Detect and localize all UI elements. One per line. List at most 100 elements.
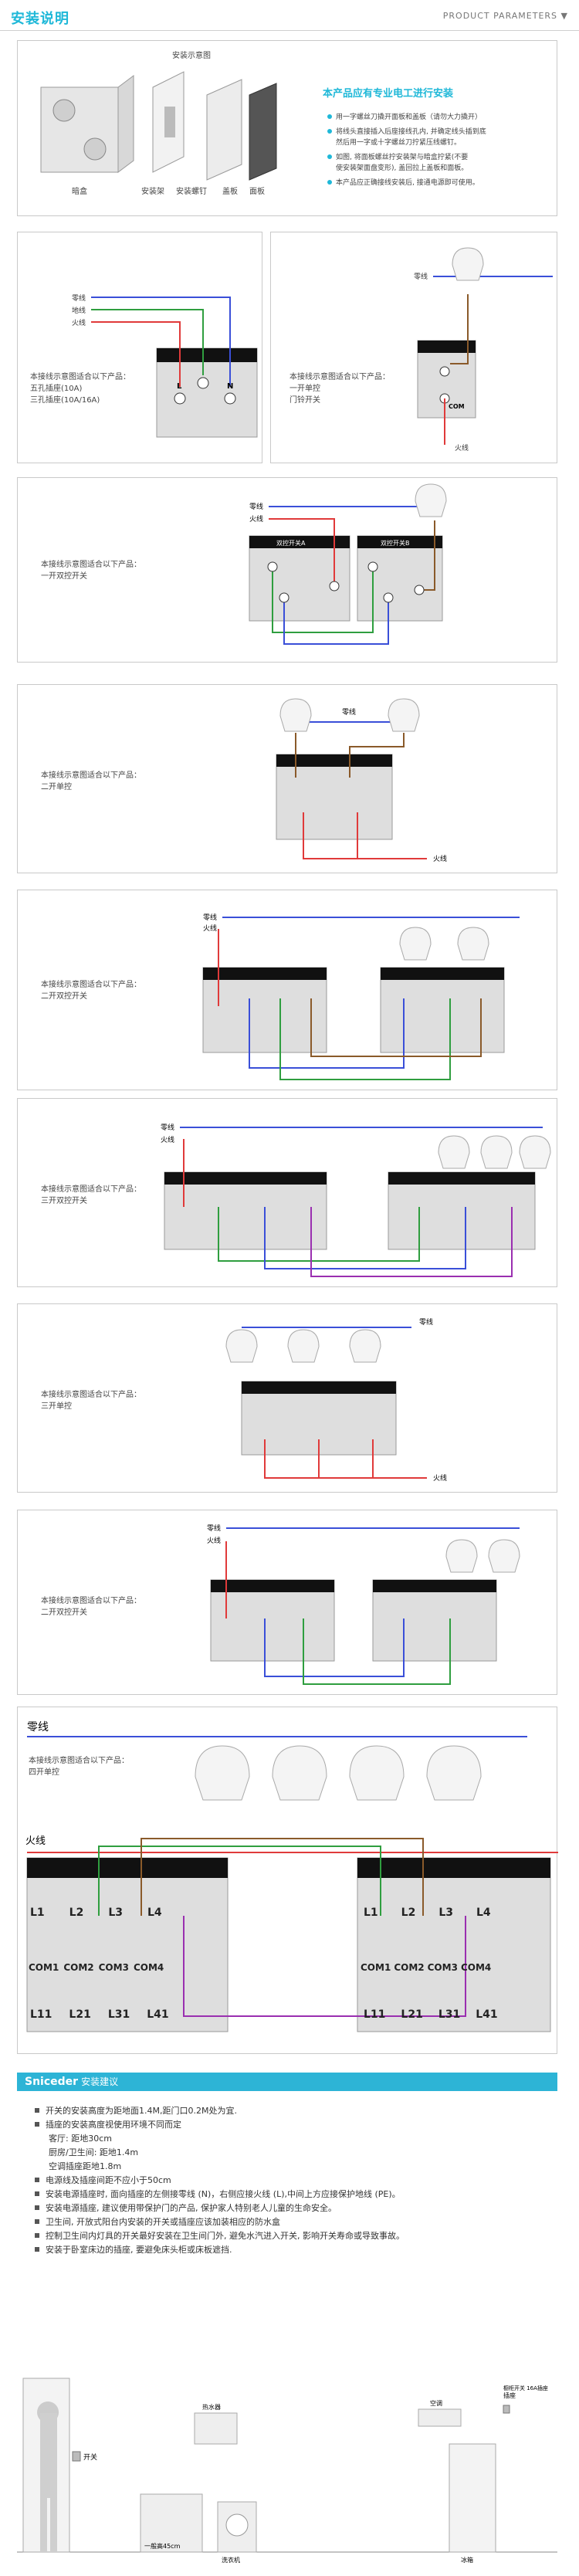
bulb-icon [415,483,447,517]
svg-text:零线: 零线 [161,1123,174,1132]
bulb-icon [457,927,489,961]
panel-1-caption: 本接线示意图适合以下产品：五孔插座(10A)三孔插座(10A/16A) [30,373,130,405]
bulb-icon [279,698,312,732]
bulb-icon [388,698,420,732]
single-switch-wiring-diagram: 零线 COM 火线 [414,247,553,452]
svg-text:火线: 火线 [433,854,447,863]
svg-text:火线: 火线 [161,1135,174,1144]
svg-text:火线: 火线 [207,1536,221,1545]
page-title: 安装说明 [11,11,69,27]
svg-text:L: L [177,382,182,391]
svg-text:COM: COM [449,403,465,410]
svg-text:空调: 空调 [430,2399,442,2407]
switch-icon [72,2451,81,2462]
brand-name: Sniceder [25,2076,79,2088]
panel-two-gang-two-way: 零线 火线 本接线示意图适合以下产品：二开双控开关 [17,890,557,1090]
svg-text:火线: 火线 [203,924,217,933]
mount-frame-illustration [152,71,185,173]
svg-text:零线: 零线 [249,502,263,511]
svg-text:零线: 零线 [203,913,217,922]
product-parameters-link[interactable]: PRODUCT PARAMETERS ▼ [442,11,568,21]
panel-9-caption: 本接线示意图适合以下产品：四开单控 [29,1757,129,1777]
three-gang-single-diagram: 零线 火线 [225,1317,447,1483]
fridge-icon [449,2443,496,2553]
advice-item: 安装电源插座时, 面向插座的左侧接零线 (N)，右侧应接火线 (L),中间上方应… [35,2188,560,2201]
panel-2-caption: 本接线示意图适合以下产品：一开单控门铃开关 [290,373,390,405]
bulb-icon [426,1745,482,1801]
part-cover: 盖板 [222,186,238,196]
bulb-icon [488,1539,520,1573]
page-header: 安装说明 PRODUCT PARAMETERS ▼ [0,0,579,31]
wall-box-illustration [40,75,134,173]
two-gang-two-way-diagram: 零线 火线 [202,913,520,1080]
part-panel: 面板 [249,186,265,196]
room-scene: 开关 一般高45cm 洗衣机 热水器 空调 冰箱 插座 橱柜开关 16A插座 [17,2317,557,2564]
panel-two-gang-two-way-alt: 零线 火线 本接线示意图适合以下产品：二开双控开关 [17,1510,557,1695]
heater-icon [194,2412,238,2445]
panel-one-gang-two-way: 零线 火线 双控开关A 双控开关B 本接线示意图适合以下产品：一开双控开关 [17,477,557,663]
svg-text:零线: 零线 [419,1317,433,1327]
panel-4-caption: 本接线示意图适合以下产品：二开单控 [41,771,141,791]
part-frame: 安装架 [141,186,164,196]
advice-item: 卫生间, 开放式阳台内安装的开关或插座应该加装相应的防水盒 [35,2215,560,2229]
svg-text:冰箱: 冰箱 [461,2556,473,2564]
cover-plate-illustration [206,79,277,181]
live-line-label: 火线 [72,318,86,327]
install-step-1: 用一字螺丝刀撬开面板和盖板（请勿大力撬开） [336,112,482,121]
four-gang-single-diagram: 零线 火线 [25,1721,558,2032]
panel-5-caption: 本接线示意图适合以下产品：二开双控开关 [41,981,141,1001]
panel-three-gang-two-way: 零线 火线 本接线示意图适合以下产品：三开双控开关 [17,1098,557,1287]
advice-item: 安装于卧室床边的插座, 要避免床头柜或床板遮挡. [35,2243,560,2257]
advice-subitem: 厨房/卫生间: 距地1.4m [49,2147,139,2157]
install-diagram-title: 安装示意图 [172,50,211,60]
svg-text:N: N [227,382,233,391]
advice-item: 控制卫生间内灯具的开关最好安装在卫生间门外, 避免水汽进入开关, 影响开关寿命或… [35,2229,560,2243]
panel-8-caption: 本接线示意图适合以下产品：二开双控开关 [41,1597,141,1617]
socket-wiring-diagram: 零线 地线 火线 L N [72,293,258,438]
svg-text:洗衣机: 洗衣机 [222,2556,240,2564]
advice-title: 安装建议 [81,2076,119,2087]
four-zero-label: 零线 [27,1721,49,1734]
two-gang-single-diagram: 零线 火线 [276,698,447,863]
install-step-3: 然后用一字或十字螺丝刀拧紧压线螺钉。 [336,137,461,147]
svg-text:零线: 零线 [342,707,356,717]
install-step-2: 将线头直接插入后座接线孔内, 并确定线头插到底 [336,127,486,136]
two-gang-two-way-alt-diagram: 零线 火线 [207,1524,520,1685]
panel-3-caption: 本接线示意图适合以下产品：一开双控开关 [41,561,141,581]
panel-two-gang-single: 零线 火线 本接线示意图适合以下产品：二开单控 [17,684,557,873]
advice-subitem: 客厅: 距地30cm [49,2134,112,2144]
zero-line-label: 零线 [72,293,86,303]
svg-text:橱柜开关 16A插座: 橱柜开关 16A插座 [503,2384,548,2391]
svg-text:火线: 火线 [249,514,263,524]
four-live-label: 火线 [25,1835,46,1847]
panel-socket: 零线 地线 火线 L N 本接线示意图适合以下产品：五孔插座(10A)三孔插座(… [17,232,262,463]
room-scene-illustration: 开关 一般高45cm 洗衣机 热水器 空调 冰箱 插座 橱柜开关 16A插座 [17,2378,557,2564]
svg-text:一般高45cm: 一般高45cm [144,2542,181,2550]
svg-text:双控开关B: 双控开关B [381,539,410,547]
panel-6-caption: 本接线示意图适合以下产品：三开双控开关 [41,1185,141,1205]
svg-text:热水器: 热水器 [202,2403,221,2411]
bulb-icon [445,1539,478,1573]
install-panel: 安装示意图 暗盒 安装架 安装螺钉 盖板 面板 本产品应有专业电工进行安装 用一… [17,40,557,216]
advice-item: 插座的安装高度视使用环境不同而定 [35,2118,560,2132]
part-screw: 安装螺钉 [176,186,207,196]
advice-list: 开关的安装高度为距地面1.4M,距门口0.2M处为宜. 插座的安装高度视使用环境… [35,2104,560,2257]
panel-three-gang-single: 零线 火线 本接线示意图适合以下产品：三开单控 [17,1303,557,1493]
earth-line-label: 地线 [72,306,86,315]
one-gang-two-way-diagram: 零线 火线 双控开关A 双控开关B [249,483,447,645]
part-box: 暗盒 [72,186,87,196]
bulb-icon [399,927,432,961]
bulb-icon [225,1329,258,1363]
socket-icon [503,2405,510,2414]
bulb-icon [349,1329,381,1363]
bulb-icon [480,1135,513,1169]
live-line-label: 火线 [455,443,469,452]
